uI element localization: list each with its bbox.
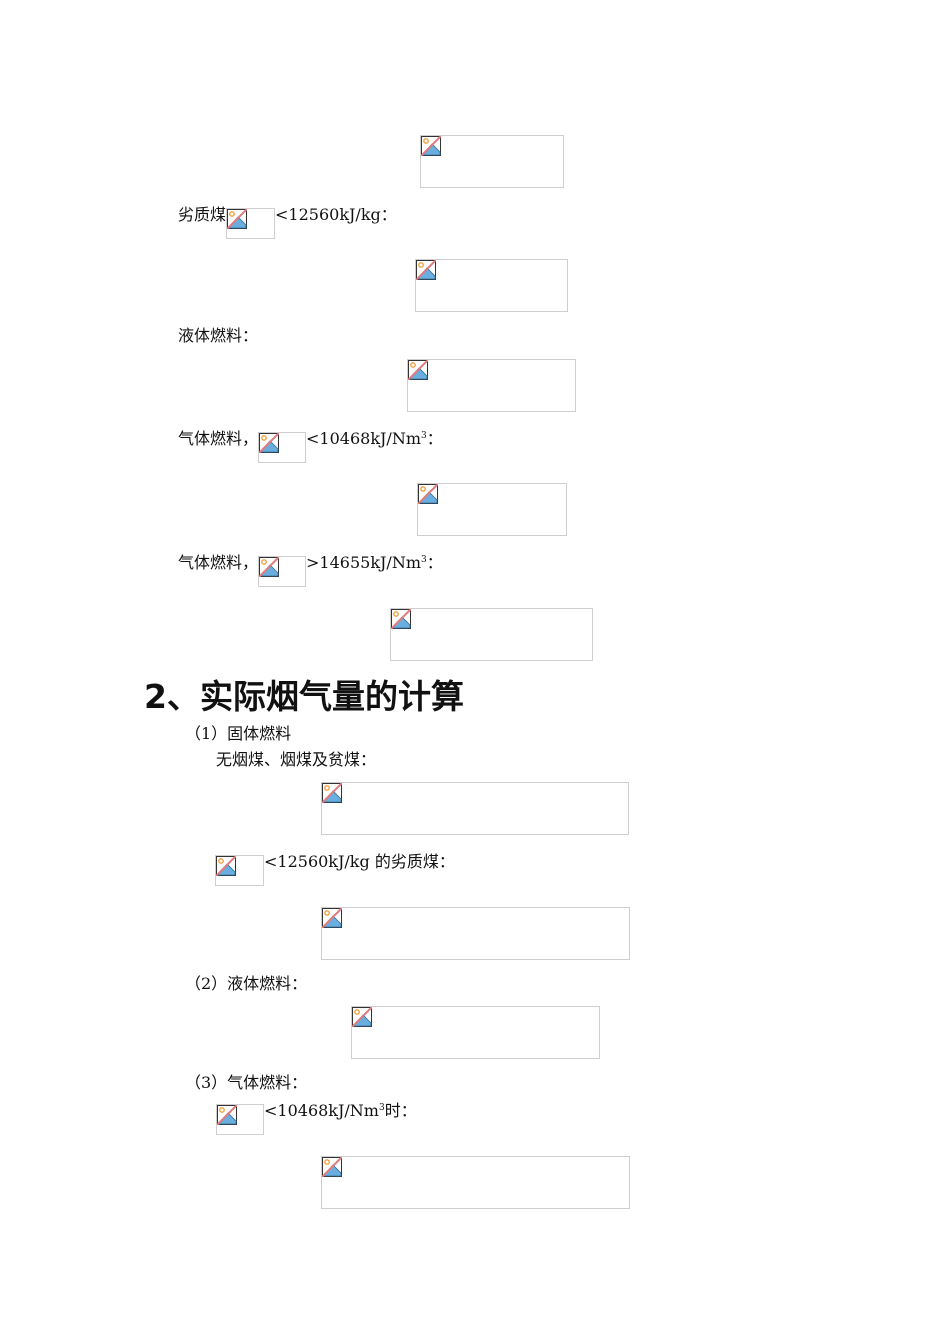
text-line: <12560kJ/kg 的劣质煤： (215, 852, 455, 886)
text-line: 气体燃料， >14655kJ/Nm3： (178, 553, 443, 587)
broken-image-icon (259, 557, 279, 577)
broken-image-icon (408, 360, 428, 380)
formula-image (321, 1156, 630, 1209)
broken-image-icon (352, 1007, 372, 1027)
formula-image (390, 608, 593, 661)
value-text: >14655kJ/Nm (306, 553, 421, 572)
superscript: 3 (421, 555, 427, 565)
label: 劣质煤 (178, 205, 227, 224)
text-line: 劣质煤 <12560kJ/kg： (178, 205, 397, 239)
value-text: 时： (384, 1101, 417, 1120)
superscript: 3 (378, 1103, 385, 1113)
inline-formula-image (216, 1104, 264, 1135)
value-text: ： (426, 553, 443, 572)
text-line: <10468kJ/Nm3时： (216, 1101, 417, 1135)
subsection-title: （2）液体燃料： (185, 974, 308, 993)
value-text: <12560kJ/kg： (275, 205, 397, 224)
formula-image (321, 907, 630, 960)
broken-image-icon (217, 1105, 237, 1125)
broken-image-icon (322, 1157, 342, 1177)
section-heading: 2、实际烟气量的计算 (144, 677, 464, 716)
broken-image-icon (322, 783, 342, 803)
broken-image-icon (216, 856, 236, 876)
formula-image (407, 359, 576, 412)
text-line: 气体燃料， <10468kJ/Nm3： (178, 429, 443, 463)
label: 气体燃料， (178, 553, 259, 572)
label: 气体燃料， (178, 429, 259, 448)
subsection-title: （3）气体燃料： (185, 1073, 308, 1092)
value-text: <12560kJ/kg 的劣质煤： (264, 852, 455, 871)
broken-image-icon (259, 433, 279, 453)
value-text: <10468kJ/Nm (264, 1101, 379, 1120)
label: 液体燃料： (178, 326, 259, 345)
inline-formula-image (215, 855, 264, 886)
broken-image-icon (416, 260, 436, 280)
inline-formula-image (258, 432, 307, 463)
formula-image (420, 135, 564, 188)
broken-image-icon (421, 136, 441, 156)
formula-image (417, 483, 567, 536)
broken-image-icon (418, 484, 438, 504)
broken-image-icon (391, 609, 411, 629)
broken-image-icon (322, 908, 342, 928)
inline-formula-image (258, 556, 307, 587)
broken-image-icon (227, 209, 247, 229)
value-text: ： (426, 429, 443, 448)
formula-image (321, 782, 629, 835)
value-text: <10468kJ/Nm (306, 429, 421, 448)
formula-image (415, 259, 568, 312)
superscript: 3 (421, 431, 427, 441)
subsection-title: （1）固体燃料 (185, 724, 292, 743)
text-line: 液体燃料： (178, 326, 258, 346)
text-line: 无烟煤、烟煤及贫煤： (216, 750, 377, 769)
formula-image (351, 1006, 600, 1059)
inline-formula-image (226, 208, 276, 239)
